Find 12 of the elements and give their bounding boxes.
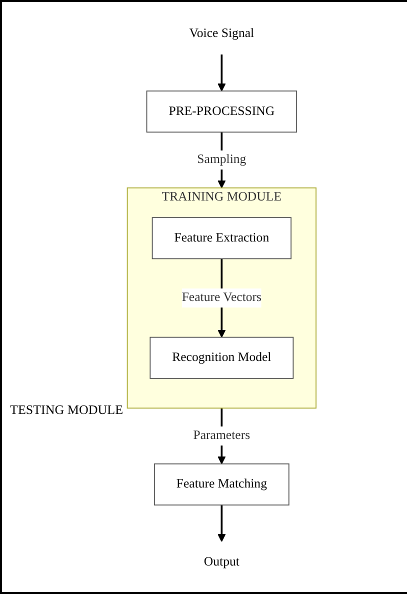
- arrow: [218, 54, 226, 92]
- node-box: Feature Extraction: [152, 217, 292, 260]
- edge-label: Sampling: [197, 153, 247, 167]
- node-box: Feature Matching: [154, 463, 290, 506]
- edge-label: Parameters: [194, 429, 250, 443]
- node-text: Voice Signal: [190, 27, 254, 41]
- section-label: TESTING MODULE: [10, 402, 124, 418]
- arrow: [218, 505, 226, 542]
- node-box: PRE-PROCESSING: [146, 90, 298, 133]
- edge-label: Feature Vectors: [182, 291, 262, 305]
- node-text: Output: [204, 555, 240, 569]
- node-box: Recognition Model: [150, 336, 294, 379]
